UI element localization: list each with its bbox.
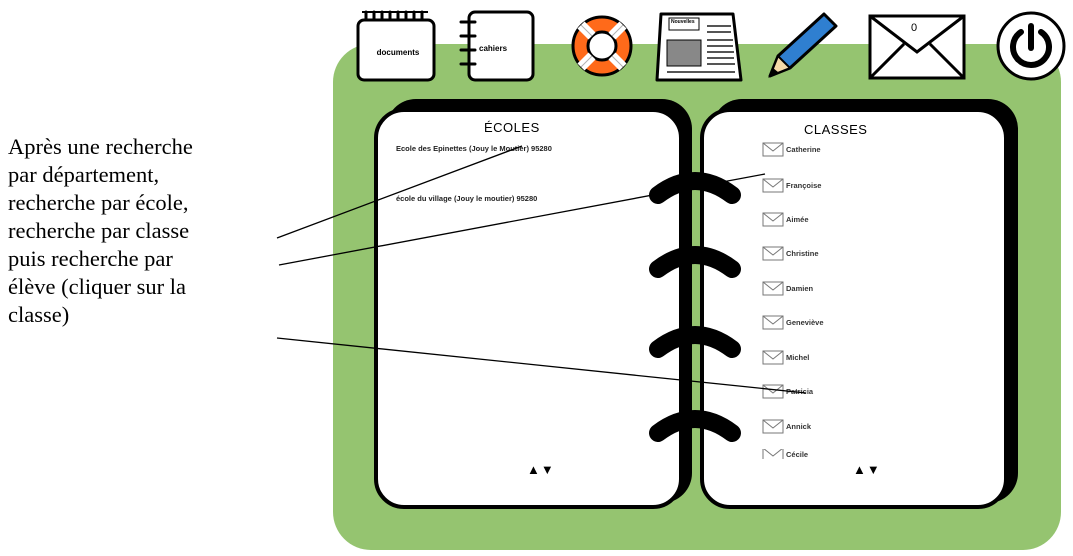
class-item[interactable]: Cécile <box>762 449 808 459</box>
class-item[interactable]: Annick <box>762 417 811 435</box>
class-name: Aimée <box>786 214 809 224</box>
power-button[interactable] <box>993 6 1069 84</box>
classes-scroll-arrows[interactable]: ▲▼ <box>853 462 881 477</box>
classes-title: CLASSES <box>804 122 868 137</box>
school-item[interactable]: école du village (Jouy le moutier) 95280 <box>396 194 538 203</box>
spiral-notebook-icon <box>459 10 535 82</box>
class-item[interactable]: Catherine <box>762 140 821 158</box>
mail-icon <box>762 281 784 295</box>
class-item[interactable]: Geneviève <box>762 313 824 331</box>
class-name: Geneviève <box>786 317 824 327</box>
class-name: Catherine <box>786 144 821 154</box>
class-item[interactable]: Aimée <box>762 210 809 228</box>
class-name: Christine <box>786 248 819 258</box>
message-count: 0 <box>911 22 918 34</box>
callout-line-school <box>276 145 523 239</box>
class-name: Françoise <box>786 180 822 190</box>
mail-icon <box>762 449 784 459</box>
help-button[interactable] <box>564 6 640 84</box>
annotation-line: classe) <box>8 302 70 327</box>
annotation-line: recherche par école, <box>8 190 189 215</box>
mail-icon <box>762 142 784 156</box>
classes-page <box>700 108 1008 509</box>
class-item[interactable]: Damien <box>762 279 813 297</box>
annotation-line: Après une recherche <box>8 134 193 159</box>
documents-button[interactable]: documents <box>352 6 440 84</box>
mail-icon <box>762 350 784 364</box>
envelope-icon <box>868 14 966 80</box>
class-item[interactable]: Françoise <box>762 176 821 194</box>
class-name: Cécile <box>786 449 809 459</box>
class-item[interactable]: Christine <box>762 244 819 262</box>
pencil-icon <box>768 12 838 78</box>
power-icon <box>996 11 1066 81</box>
class-name: Patricia <box>786 386 814 396</box>
schools-scroll-arrows[interactable]: ▲▼ <box>527 462 555 477</box>
annotation-line: puis recherche par <box>8 246 173 271</box>
mail-icon <box>762 212 784 226</box>
school-item[interactable]: Ecole des Epinettes (Jouy le Moutier) 95… <box>396 144 552 153</box>
spiral-binding <box>649 172 741 442</box>
class-item[interactable]: Michel <box>762 348 809 366</box>
schools-title: ÉCOLES <box>484 120 540 135</box>
write-button[interactable] <box>758 6 844 84</box>
messages-button[interactable]: 0 <box>864 6 970 84</box>
newspaper-icon <box>655 12 743 82</box>
mail-icon <box>762 246 784 260</box>
callout-line-class <box>278 173 766 266</box>
callout-line-student <box>276 337 807 394</box>
mail-icon <box>762 178 784 192</box>
mail-icon <box>762 315 784 329</box>
news-button[interactable]: Nouvelles <box>651 6 747 84</box>
lifebuoy-icon <box>571 15 633 77</box>
mail-icon <box>762 419 784 433</box>
cahiers-label: cahiers <box>479 44 508 53</box>
schools-page <box>374 108 683 509</box>
class-name: Damien <box>786 283 814 293</box>
annotation-line: recherche par classe <box>8 218 190 243</box>
newspaper-label: Nouvelles <box>671 19 695 25</box>
cahiers-button[interactable]: cahiers <box>457 6 537 84</box>
class-name: Annick <box>786 421 812 431</box>
annotation-text: Après une recherche par département, rec… <box>8 133 280 329</box>
documents-label: documents <box>376 48 420 57</box>
annotation-line: élève (cliquer sur la <box>8 274 187 299</box>
notebook-icon <box>356 10 436 82</box>
annotation-line: par département, <box>8 162 160 187</box>
class-name: Michel <box>786 352 810 362</box>
